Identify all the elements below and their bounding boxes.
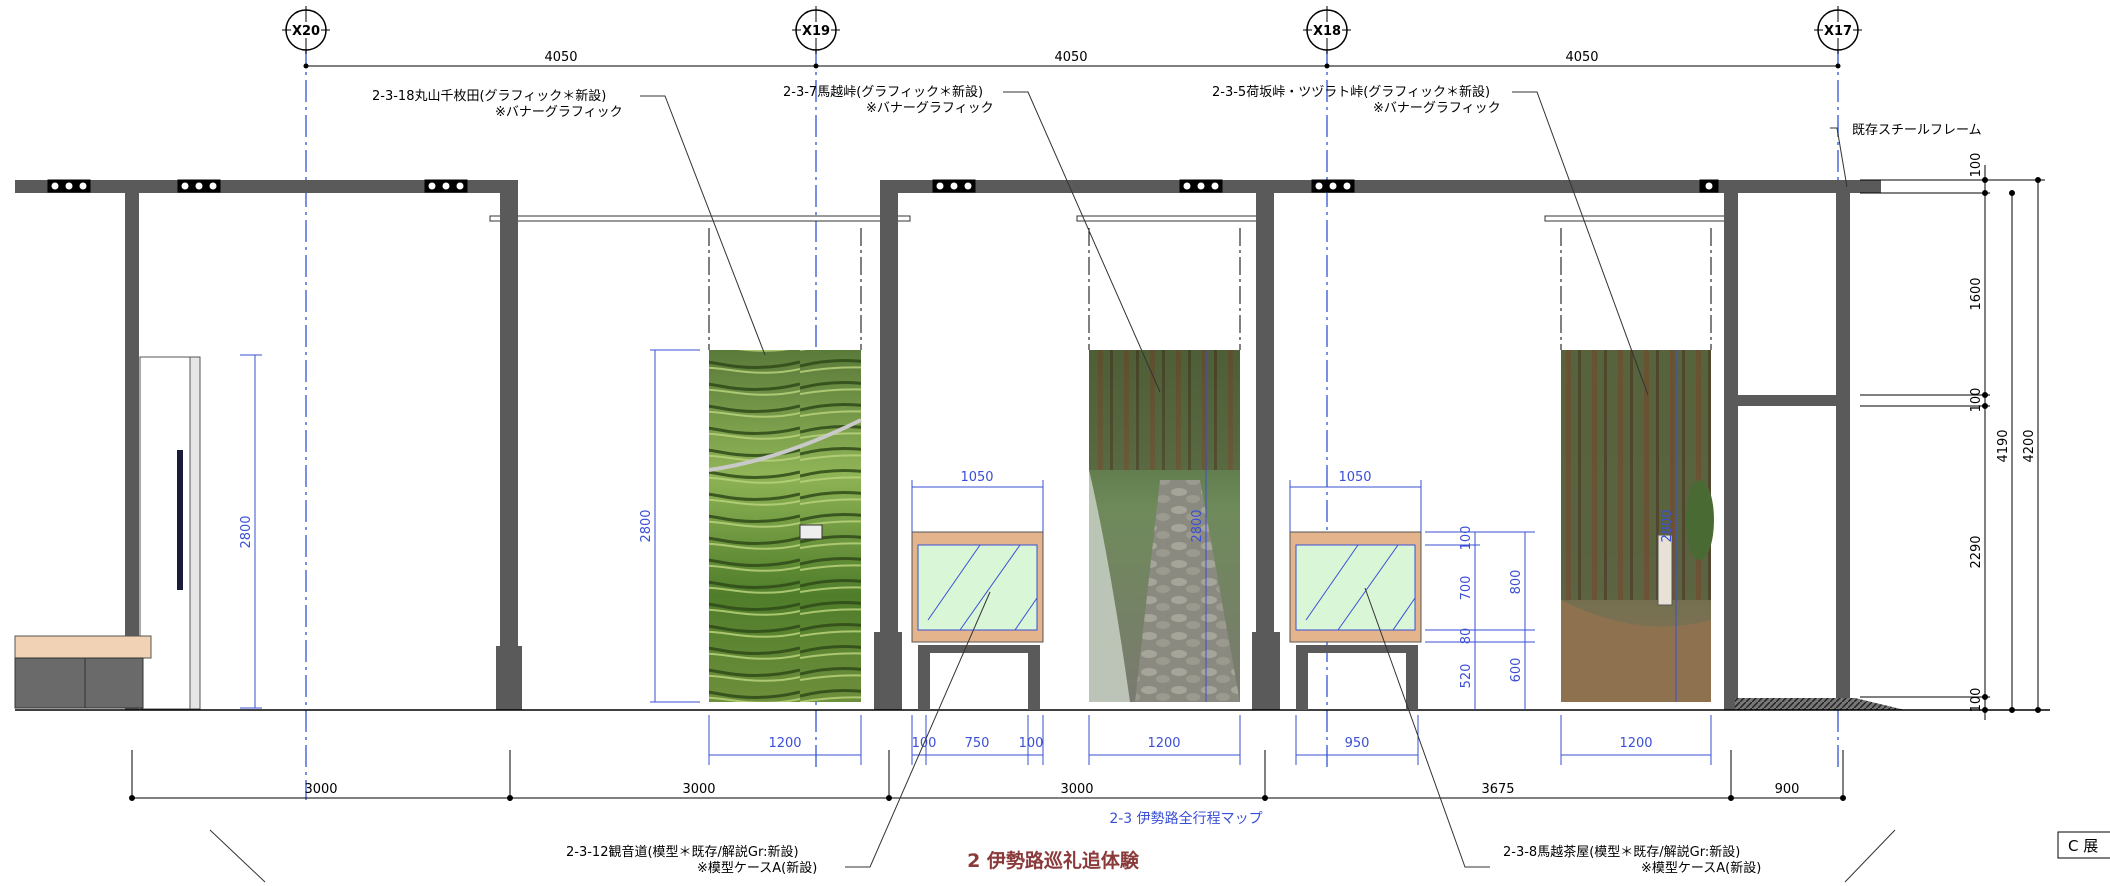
steel-frame — [15, 180, 1905, 710]
banner-maruyama-senmaida — [708, 228, 862, 702]
bdim-2: 3000 — [682, 782, 715, 797]
callout-magoshi-title: 2-3-7馬越峠(グラフィック＊新設) — [783, 84, 983, 100]
rdim-1600: 1600 — [1969, 277, 1984, 310]
grid-label: X18 — [1313, 24, 1341, 39]
callout-steel-frame: 既存スチールフレーム — [1852, 123, 1982, 138]
bdim-4: 3675 — [1481, 782, 1514, 797]
top-dimension-line: 4050 4050 4050 — [303, 50, 1841, 69]
display-case-a-left — [911, 531, 1044, 710]
bdim-5: 900 — [1775, 782, 1800, 797]
bottom-dimension-line — [129, 750, 1846, 801]
callout-maruyama-title: 2-3-18丸山千枚田(グラフィック＊新設) — [372, 88, 606, 104]
top-dim-1: 4050 — [544, 50, 577, 65]
callout-leaders — [209, 91, 1896, 883]
dim-case-700: 700 — [1459, 576, 1474, 601]
map-label: 2-3 伊勢路全行程マップ — [1109, 810, 1262, 827]
grid-label: X20 — [292, 24, 320, 39]
grid-label: X17 — [1824, 24, 1852, 39]
dim-2800-banner3: 2800 — [1660, 509, 1675, 542]
dim-case-800: 800 — [1509, 570, 1524, 595]
callout-nisaka-note: ※バナーグラフィック — [1373, 101, 1501, 116]
blue-dimensions — [240, 349, 1712, 765]
dim-case-100: 100 — [1459, 526, 1474, 551]
top-dim-2: 4050 — [1054, 50, 1087, 65]
dim-case-width-right: 1050 — [1338, 470, 1371, 485]
left-wall-unit — [14, 356, 201, 710]
dim-case-width-left: 1050 — [960, 470, 993, 485]
callout-chaya-note: ※模型ケースA(新設) — [1641, 860, 1761, 876]
grid-axis-x17: X17 — [1814, 6, 1862, 54]
rdim-4200: 4200 — [2022, 429, 2037, 462]
rdim-100-bottom: 100 — [1969, 688, 1984, 713]
callout-nisaka-title: 2-3-5荷坂峠・ツヅラト峠(グラフィック＊新設) — [1212, 84, 1490, 100]
rdim-100-mid: 100 — [1969, 388, 1984, 413]
grid-axis-x18: X18 — [1303, 6, 1351, 54]
dim-2800-wall: 2800 — [239, 515, 254, 548]
top-dim-3: 4050 — [1565, 50, 1598, 65]
dim-plan-950: 950 — [1345, 736, 1370, 751]
dim-case-80: 80 — [1459, 628, 1474, 645]
section-title: 2 伊勢路巡礼追体験 — [967, 849, 1140, 872]
dim-plan-750: 750 — [965, 736, 990, 751]
grid-axis-x19: X19 — [792, 6, 840, 54]
callout-magoshi-note: ※バナーグラフィック — [866, 101, 994, 116]
dim-case-600: 600 — [1509, 658, 1524, 683]
dim-banner3-width: 1200 — [1619, 736, 1652, 751]
callout-kannon-title: 2-3-12観音道(模型＊既存/解説Gr:新設) — [566, 844, 799, 860]
bdim-1: 3000 — [304, 782, 337, 797]
callout-kannon-note: ※模型ケースA(新設) — [697, 860, 817, 876]
callout-chaya-title: 2-3-8馬越茶屋(模型＊既存/解説Gr:新設) — [1503, 844, 1740, 860]
right-dimensions — [1860, 165, 2045, 720]
dim-case-520: 520 — [1459, 664, 1474, 689]
rdim-100-top: 100 — [1969, 153, 1984, 178]
dim-plan-100b: 100 — [1019, 736, 1044, 751]
grid-label: X19 — [802, 24, 830, 39]
edge-label-box — [2057, 831, 2110, 859]
dim-banner2-width: 1200 — [1147, 736, 1180, 751]
dim-2800-banner1: 2800 — [639, 509, 654, 542]
callout-maruyama-note: ※バナーグラフィック — [495, 105, 623, 120]
beam-connectors — [47, 179, 1719, 193]
grid-axis-x20: X20 — [282, 6, 330, 54]
banner-nisaka-tsuzurato — [1560, 228, 1714, 702]
banner-magoshi-toge — [1088, 228, 1241, 702]
edge-label: C 展 — [2068, 837, 2098, 855]
dim-banner1-width: 1200 — [768, 736, 801, 751]
dim-2800-banner2: 2800 — [1190, 509, 1205, 542]
rdim-4190: 4190 — [1996, 429, 2011, 462]
rdim-2290: 2290 — [1969, 535, 1984, 568]
bdim-3: 3000 — [1060, 782, 1093, 797]
display-case-a-right — [1289, 531, 1422, 710]
